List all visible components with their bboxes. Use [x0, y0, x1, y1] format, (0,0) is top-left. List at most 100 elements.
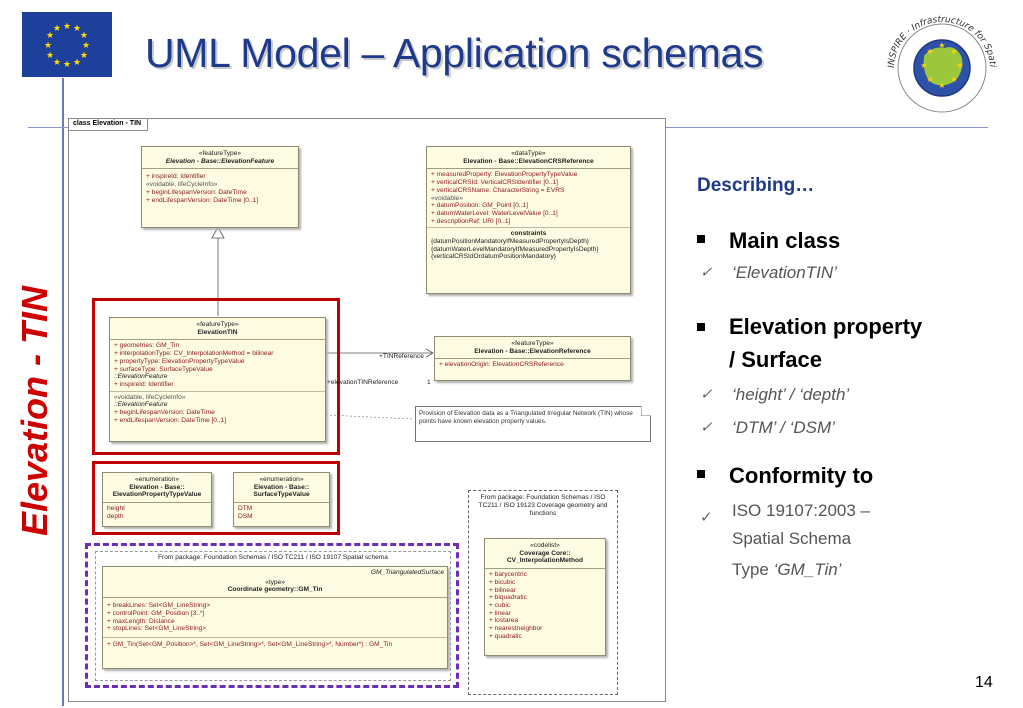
- stereotype-label: «featureType»: [196, 321, 239, 328]
- svg-text:★: ★: [950, 75, 957, 84]
- enum-surface-type: «enumeration» Elevation - Base:: Surface…: [233, 472, 330, 527]
- class-elevation-tin: «featureType» ElevationTIN + geometries:…: [109, 317, 326, 442]
- page-title: UML Model – Application schemas: [145, 30, 764, 76]
- inherited-label: ::ElevationFeature: [114, 373, 168, 381]
- vertical-divider: [62, 78, 64, 706]
- stereotype-label: «enumeration»: [259, 476, 304, 483]
- check-text: Type: [732, 560, 774, 579]
- attribute-row: + beginLifespanVersion: DateTime: [146, 188, 247, 196]
- bullet-text: Conformity to: [729, 463, 874, 488]
- svg-text:★: ★: [938, 41, 945, 50]
- attribute-row: + breakLines: Set<GM_LineString>: [107, 602, 211, 610]
- inspire-globe-icon: ★★★★ ★★★★ INSPIRE · Infrastructure for S…: [868, 1, 997, 113]
- bullet-text: / Surface: [729, 347, 822, 372]
- page-number: 14: [975, 674, 993, 691]
- package-label: From package: Foundation Schemas / ISO T…: [158, 554, 388, 561]
- class-name: SurfaceTypeValue: [253, 491, 310, 499]
- operation-row: + GM_Tin(Set<GM_Position>*, Set<GM_LineS…: [107, 640, 393, 648]
- class-name: Elevation - Base::ElevationReference: [474, 347, 591, 355]
- association-role-source: +elevationTINReference: [327, 379, 399, 386]
- constraints-section: constraints {datumPositionMandatoryIfMea…: [427, 228, 630, 263]
- svg-text:★: ★: [46, 31, 54, 41]
- check-text: ‘DTM’ / ‘DSM’: [732, 418, 835, 437]
- note-text: Provision of Elevation data as a Triangu…: [419, 410, 633, 426]
- class-name: Elevation - Base::: [253, 483, 310, 491]
- voidable-section: «voidable, lifeCycleInfo» ::ElevationFea…: [110, 392, 325, 427]
- class-name: Coordinate geometry::GM_Tin: [227, 586, 323, 594]
- svg-text:★: ★: [63, 60, 71, 70]
- package-spatial-schema-box: [85, 543, 459, 688]
- bullet-elevation-property: Elevation property / Surface: [697, 310, 922, 376]
- attribute-row: + datumWaterLevel: WaterLevelValue [0..1…: [431, 209, 558, 217]
- class-header: «featureType» ElevationTIN: [110, 318, 325, 341]
- svg-text:★: ★: [82, 41, 90, 51]
- attribute-row: + datumPosition: GM_Point [0..1]: [431, 202, 528, 210]
- enum-value: DTM: [238, 505, 253, 513]
- class-elevation-reference: «featureType» Elevation - Base::Elevatio…: [434, 336, 631, 381]
- codelist-values: + barycentric + bicubic + bilinear + biq…: [485, 569, 605, 642]
- svg-text:★: ★: [956, 61, 963, 70]
- attribute-section: + inspireId: Identifier «voidable, lifeC…: [142, 169, 298, 206]
- class-header: «type» Coordinate geometry::GM_Tin: [103, 577, 447, 599]
- class-name: Elevation - Base::ElevationCRSReference: [463, 157, 594, 165]
- codelist-value: + quadratic: [489, 632, 522, 640]
- checkmark-icon: ✓: [700, 509, 713, 526]
- class-name: ElevationPropertyTypeValue: [112, 491, 202, 499]
- attribute-section: + elevationOrigin: ElevationCRSReference: [435, 359, 630, 371]
- enum-values: height depth: [103, 503, 211, 522]
- attribute-row: + verticalCRSName: CharacterString = EVR…: [431, 186, 565, 194]
- check-item: ✓ ‘ElevationTIN’: [700, 263, 837, 283]
- svg-text:★: ★: [44, 41, 52, 51]
- svg-text:★: ★: [938, 81, 945, 90]
- svg-text:★: ★: [926, 47, 933, 56]
- codelist-value: + cubic: [489, 601, 511, 609]
- class-header: «dataType» Elevation - Base::ElevationCR…: [427, 147, 630, 170]
- highlight-box-main-class: [92, 298, 340, 455]
- check-text: ISO 19107:2003 –: [732, 501, 871, 520]
- constraint-row: {datumWaterLevelMandatoryIfMeasuredPrope…: [431, 245, 599, 253]
- stereotype-label: «type»: [265, 578, 285, 586]
- attribute-section: + measuredProperty: ElevationPropertyTyp…: [427, 169, 630, 229]
- svg-text:★: ★: [53, 24, 61, 34]
- note-corner-icon: [641, 406, 651, 416]
- association-role-target: +TINReference: [379, 353, 424, 360]
- stereotype-label: «featureType»: [198, 150, 242, 157]
- association-multiplicity: 1: [427, 379, 431, 386]
- class-elevation-feature: «featureType» Elevation - Base::Elevatio…: [141, 146, 299, 228]
- attribute-row: + measuredProperty: ElevationPropertyTyp…: [431, 171, 578, 179]
- stereotype-label: «enumeration»: [135, 476, 179, 483]
- class-name: Coverage Core::: [519, 549, 571, 557]
- attribute-row: + endLifespanVersion: DateTime [0..1]: [114, 416, 227, 424]
- square-bullet-icon: [697, 235, 705, 243]
- generalization-arrow-icon: [211, 226, 225, 239]
- codelist-value: + nearestneighbor: [489, 625, 543, 633]
- attribute-row: + verticalCRSId: VerticalCRSIdentifier […: [431, 179, 558, 187]
- enum-elevation-property-type: «enumeration» Elevation - Base:: Elevati…: [102, 472, 212, 527]
- check-item: ✓ ‘height’ / ‘depth’: [700, 385, 849, 405]
- enum-value: height: [107, 505, 125, 513]
- attribute-row: + surfaceType: SurfaceTypeValue: [114, 365, 213, 373]
- attribute-row: + maxLength: Distance: [107, 617, 175, 625]
- constraint-row: {verticalCRSIdOrdatumPositionMandatory}: [431, 253, 556, 261]
- check-text: ‘ElevationTIN’: [732, 263, 837, 282]
- panel-heading: Describing…: [697, 175, 815, 196]
- constraints-title: constraints: [510, 230, 547, 238]
- class-header: «codelist» Coverage Core:: CV_Interpolat…: [485, 539, 605, 570]
- attribute-row: + beginLifespanVersion: DateTime: [114, 409, 215, 417]
- attribute-row: + descriptionRef: URI [0..1]: [431, 217, 511, 225]
- enum-value: DSM: [238, 512, 253, 520]
- description-panel: Describing… Main class ✓ ‘ElevationTIN’ …: [697, 175, 1007, 595]
- connector-lines: [211, 226, 434, 420]
- class-header: «enumeration» Elevation - Base:: Elevati…: [103, 473, 211, 504]
- attribute-section: + breakLines: Set<GM_LineString> + contr…: [103, 598, 447, 638]
- parent-class-label: GM_TriangulatedSurface: [370, 569, 444, 576]
- svg-text:★: ★: [73, 24, 81, 34]
- bullet-conformity: Conformity to: [697, 463, 873, 489]
- attribute-row: + elevationOrigin: ElevationCRSReference: [439, 361, 564, 369]
- svg-text:★: ★: [46, 51, 54, 61]
- class-header: «featureType» Elevation - Base::Elevatio…: [142, 147, 298, 170]
- check-text: Spatial Schema: [732, 529, 852, 548]
- stereotype-label: «featureType»: [511, 340, 554, 347]
- codelist-value: + bilinear: [489, 586, 516, 594]
- class-elevation-crs-reference: «dataType» Elevation - Base::ElevationCR…: [426, 146, 631, 294]
